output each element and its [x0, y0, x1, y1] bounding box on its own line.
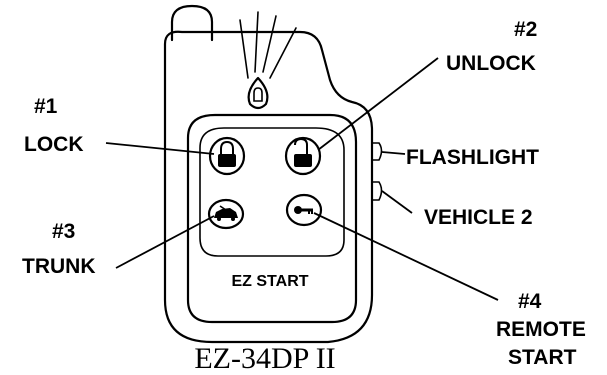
- leader-lines: [105, 57, 499, 301]
- button-panel: [186, 113, 358, 324]
- flashlight-side-button[interactable]: [371, 142, 383, 161]
- lock-number: #1: [34, 95, 58, 118]
- button-area: [199, 127, 345, 257]
- trunk-label: TRUNK: [22, 255, 96, 278]
- unlocked-padlock-icon: [294, 137, 312, 167]
- flashlight-label: FLASHLIGHT: [406, 146, 539, 169]
- lock-leader: [105, 142, 215, 155]
- light-rays: [239, 11, 297, 79]
- remote-start-number: #4: [518, 290, 542, 313]
- vehicle2-side-button[interactable]: [371, 181, 383, 201]
- trunk-leader: [115, 215, 215, 269]
- trunk-button[interactable]: [207, 198, 245, 230]
- remote-housing: [163, 30, 374, 344]
- remote-start-label-1: REMOTE: [496, 318, 586, 341]
- face-label: EZ START: [231, 273, 308, 290]
- unlock-label: UNLOCK: [446, 52, 536, 75]
- remote-start-button[interactable]: [285, 193, 323, 227]
- locked-padlock-icon: [218, 140, 236, 167]
- led-window: [247, 76, 269, 110]
- vehicle2-leader: [381, 190, 413, 214]
- lock-button[interactable]: [208, 136, 246, 176]
- vehicle2-label: VEHICLE 2: [424, 206, 533, 229]
- antenna: [170, 4, 214, 42]
- unlock-button[interactable]: [284, 136, 322, 176]
- key-icon: [294, 206, 313, 214]
- lock-label: LOCK: [24, 133, 84, 156]
- flashlight-leader: [381, 151, 406, 155]
- remote-start-leader: [313, 212, 499, 301]
- led-icon: [253, 87, 263, 102]
- unlock-number: #2: [514, 18, 537, 41]
- car-trunk-icon: [214, 205, 238, 221]
- remote-start-label-2: START: [508, 346, 577, 369]
- model-name: EZ-34DP II: [194, 342, 335, 375]
- unlock-leader: [317, 57, 439, 151]
- trunk-number: #3: [52, 220, 75, 243]
